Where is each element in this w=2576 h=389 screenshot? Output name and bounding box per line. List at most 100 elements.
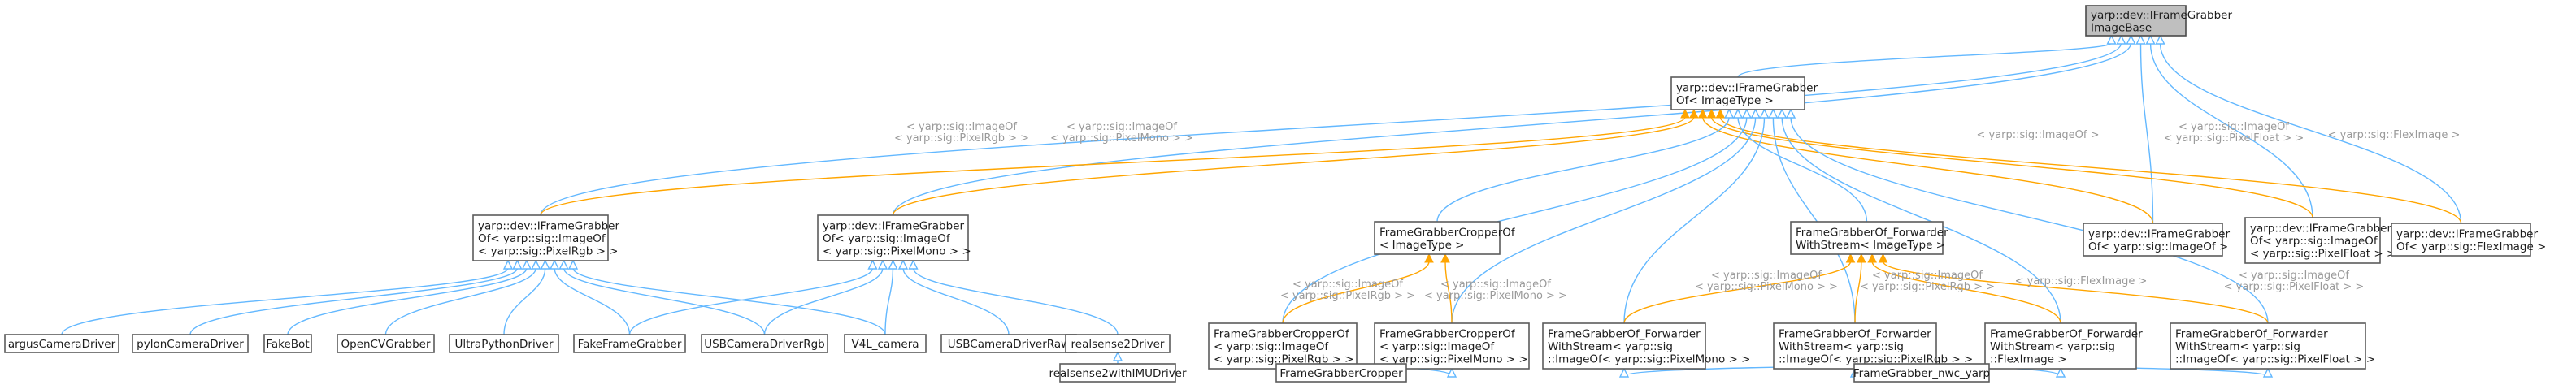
arrow-head <box>1424 253 1434 263</box>
class-name-line: yarp::dev::IFrameGrabber <box>1676 81 1818 94</box>
class-box <box>263 334 312 353</box>
class-name-line: Of< yarp::sig::ImageOf <box>2250 235 2378 248</box>
arrow-head <box>2262 367 2274 378</box>
arrow-head <box>567 259 579 270</box>
edge-v4l-to-ifg-mono <box>884 267 894 335</box>
class-node-ultrapy[interactable]: UltraPythonDriver <box>449 334 559 353</box>
class-name-line: < ImageType > <box>1379 239 1465 252</box>
arrow-head <box>521 259 532 270</box>
edge-ifg-imageof-to-ifg-of <box>1701 116 2154 224</box>
class-name-line: < yarp::sig::PixelRgb > > <box>1214 353 1353 366</box>
arrow-head <box>1732 108 1744 119</box>
class-name-line: WithStream< yarp::sig <box>1990 340 2115 353</box>
class-node-fakebot[interactable]: FakeBot <box>263 334 312 353</box>
edge-ifg-mono-to-ifg-of <box>892 116 1695 216</box>
class-box <box>472 214 609 261</box>
edge-fgc-rgb-to-ifg-of <box>1282 116 1748 324</box>
arrow-head <box>540 259 550 270</box>
class-name-line: Of< yarp::sig::ImageOf <box>823 232 951 245</box>
arrow-head <box>2126 34 2136 45</box>
class-name-line: FrameGrabberOf_Forwarder <box>1796 226 1948 239</box>
edge-fgc-mono-to-fgc-of <box>1444 261 1453 324</box>
class-node-argus[interactable]: argusCameraDriver <box>4 334 119 353</box>
class-node-pylon[interactable]: pylonCameraDriver <box>132 334 249 353</box>
class-node-fgcropper[interactable]: FrameGrabberCropper <box>1275 363 1407 383</box>
class-node-fgc-mono[interactable]: FrameGrabberCropperOf< yarp::sig::ImageO… <box>1374 322 1530 370</box>
arrow-head <box>2155 34 2165 45</box>
class-name-line: yarp::dev::IFrameGrabber <box>2396 227 2538 240</box>
class-box <box>1670 76 1805 110</box>
class-box <box>1275 363 1407 383</box>
edge-label: < yarp::sig::FlexImage > <box>2328 129 2461 141</box>
edge-fwd-mono-to-ifg-of <box>1623 116 1766 324</box>
edge-fwd-rgb-to-ifg-of <box>1772 116 1856 324</box>
class-box <box>1984 322 2137 370</box>
arrow-head <box>1867 253 1877 263</box>
class-node-v4l[interactable]: V4L_camera <box>844 334 927 353</box>
class-box <box>2085 5 2187 37</box>
class-node-usbraw[interactable]: USBCameraDriverRaw <box>940 334 1077 353</box>
edge-ifg-flex-to-ifg-base <box>2159 42 2462 224</box>
class-name-line: Of< yarp::sig::ImageOf <box>478 232 606 245</box>
class-node-nwc[interactable]: FrameGrabber_nwc_yarp <box>1853 363 1990 383</box>
class-box <box>132 334 249 353</box>
class-name-line: FrameGrabberCropperOf <box>1379 328 1516 341</box>
edge-v4l-to-ifg-rgb <box>572 267 886 335</box>
class-box <box>337 334 435 353</box>
class-name-line: < yarp::sig::PixelMono > > <box>1379 353 1528 366</box>
edge-label: < yarp::sig::PixelRgb > > <box>1280 290 1415 302</box>
class-name-line: UltraPythonDriver <box>454 338 554 351</box>
class-node-rs2imu[interactable]: realsense2withIMUDriver <box>1049 363 1187 383</box>
arrow-head <box>2106 34 2117 45</box>
arrow-head <box>908 259 919 270</box>
class-name-line: FrameGrabberCropperOf <box>1214 328 1350 341</box>
class-node-fgc-of[interactable]: FrameGrabberCropperOf< ImageType > <box>1374 221 1516 255</box>
class-name-line: yarp::dev::IFrameGrabber <box>2250 223 2391 236</box>
arrow-head <box>1785 108 1796 119</box>
class-node-rs2[interactable]: realsense2Driver <box>1065 334 1171 353</box>
arrow-head <box>2145 34 2156 45</box>
edge-ifg-rgb-to-ifg-of <box>540 116 1686 216</box>
arrow-head <box>2135 34 2146 45</box>
arrow-head <box>1857 253 1866 263</box>
class-box <box>1374 221 1501 255</box>
class-name-line: < yarp::sig::ImageOf <box>1214 340 1329 353</box>
class-node-fakefg[interactable]: FakeFrameGrabber <box>573 334 686 353</box>
class-name-line: yarp::dev::IFrameGrabber <box>478 220 619 233</box>
class-name-line: WithStream< yarp::sig <box>1548 340 1673 353</box>
class-name-line: Of< yarp::sig::ImageOf > <box>2088 240 2228 253</box>
class-name-line: ::ImageOf< yarp::sig::PixelRgb > > <box>1779 353 1973 366</box>
class-node-opencv[interactable]: OpenCVGrabber <box>337 334 435 353</box>
edge-ifg-of-to-ifg-base <box>1737 42 2113 78</box>
class-box <box>2391 223 2531 257</box>
class-node-fgc-rgb[interactable]: FrameGrabberCropperOf< yarp::sig::ImageO… <box>1208 322 1358 370</box>
arrow-head <box>550 259 560 270</box>
edge-pylon-to-ifg-rgb <box>189 267 519 335</box>
edge-label: < yarp::sig::ImageOf <box>1292 279 1403 291</box>
class-node-usbrgb[interactable]: USBCameraDriverRgb <box>701 334 828 353</box>
edge-fgc-rgb-to-fgc-of <box>1282 261 1430 324</box>
arrow-head <box>1618 367 1630 378</box>
class-name-line: OpenCVGrabber <box>341 338 431 351</box>
class-name-line: USBCameraDriverRgb <box>704 338 825 351</box>
edge-label: < yarp::sig::PixelMono > > <box>1424 290 1567 302</box>
arrow-head <box>558 259 569 270</box>
class-name-line: ImageBase <box>2091 21 2152 34</box>
edge-fakefg-to-ifg-mono <box>628 267 874 335</box>
edge-fakebot-to-ifg-rgb <box>287 267 528 335</box>
class-name-line: FakeBot <box>266 338 309 351</box>
edge-ifg-float-to-ifg-base <box>2149 42 2313 218</box>
class-name-line: ::FlexImage > <box>1990 353 2067 366</box>
